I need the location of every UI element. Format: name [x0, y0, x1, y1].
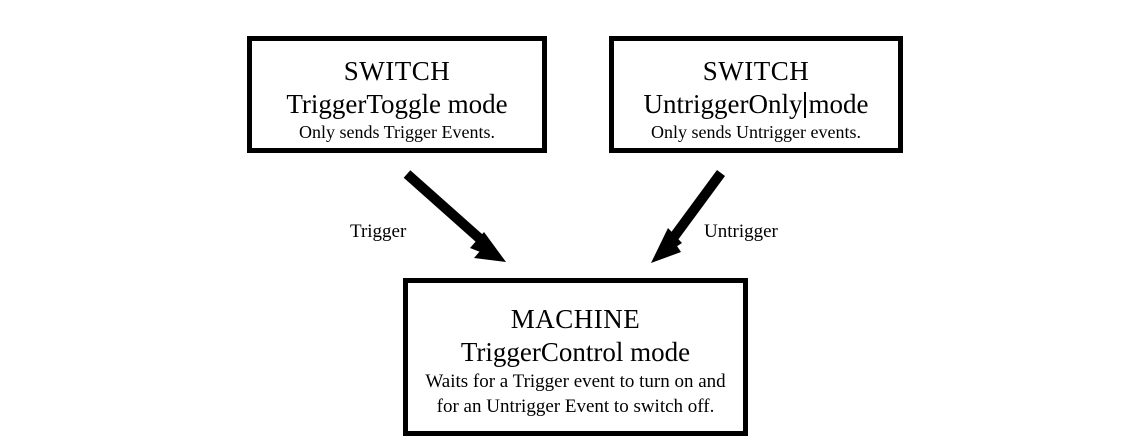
node-title: SWITCH	[702, 56, 810, 86]
node-title: MACHINE	[510, 304, 641, 334]
node-description: Only sends Untrigger events.	[651, 122, 861, 142]
node-mode: TriggerToggle mode	[286, 89, 508, 119]
node-title: SWITCH	[343, 56, 451, 86]
node-mode-text-before-caret: UntriggerOnly	[643, 89, 803, 119]
arrow-untrigger	[651, 170, 726, 263]
node-switch-trigger-toggle[interactable]: SWITCH TriggerToggle mode Only sends Tri…	[247, 36, 547, 153]
node-machine-trigger-control[interactable]: MACHINE TriggerControl mode Waits for a …	[403, 278, 748, 436]
text-caret	[804, 92, 807, 118]
node-mode: TriggerControl mode	[460, 337, 691, 367]
node-mode-text-after-caret: mode	[808, 89, 869, 119]
node-description: Only sends Trigger Events.	[298, 122, 495, 142]
arrow-trigger	[403, 170, 506, 262]
node-description-line-1: Waits for a Trigger event to turn on and	[425, 371, 726, 392]
node-description-line-2: for an Untrigger Event to switch off.	[436, 396, 715, 417]
edge-label-trigger: Trigger	[350, 221, 407, 242]
edge-label-untrigger: Untrigger	[704, 221, 778, 242]
